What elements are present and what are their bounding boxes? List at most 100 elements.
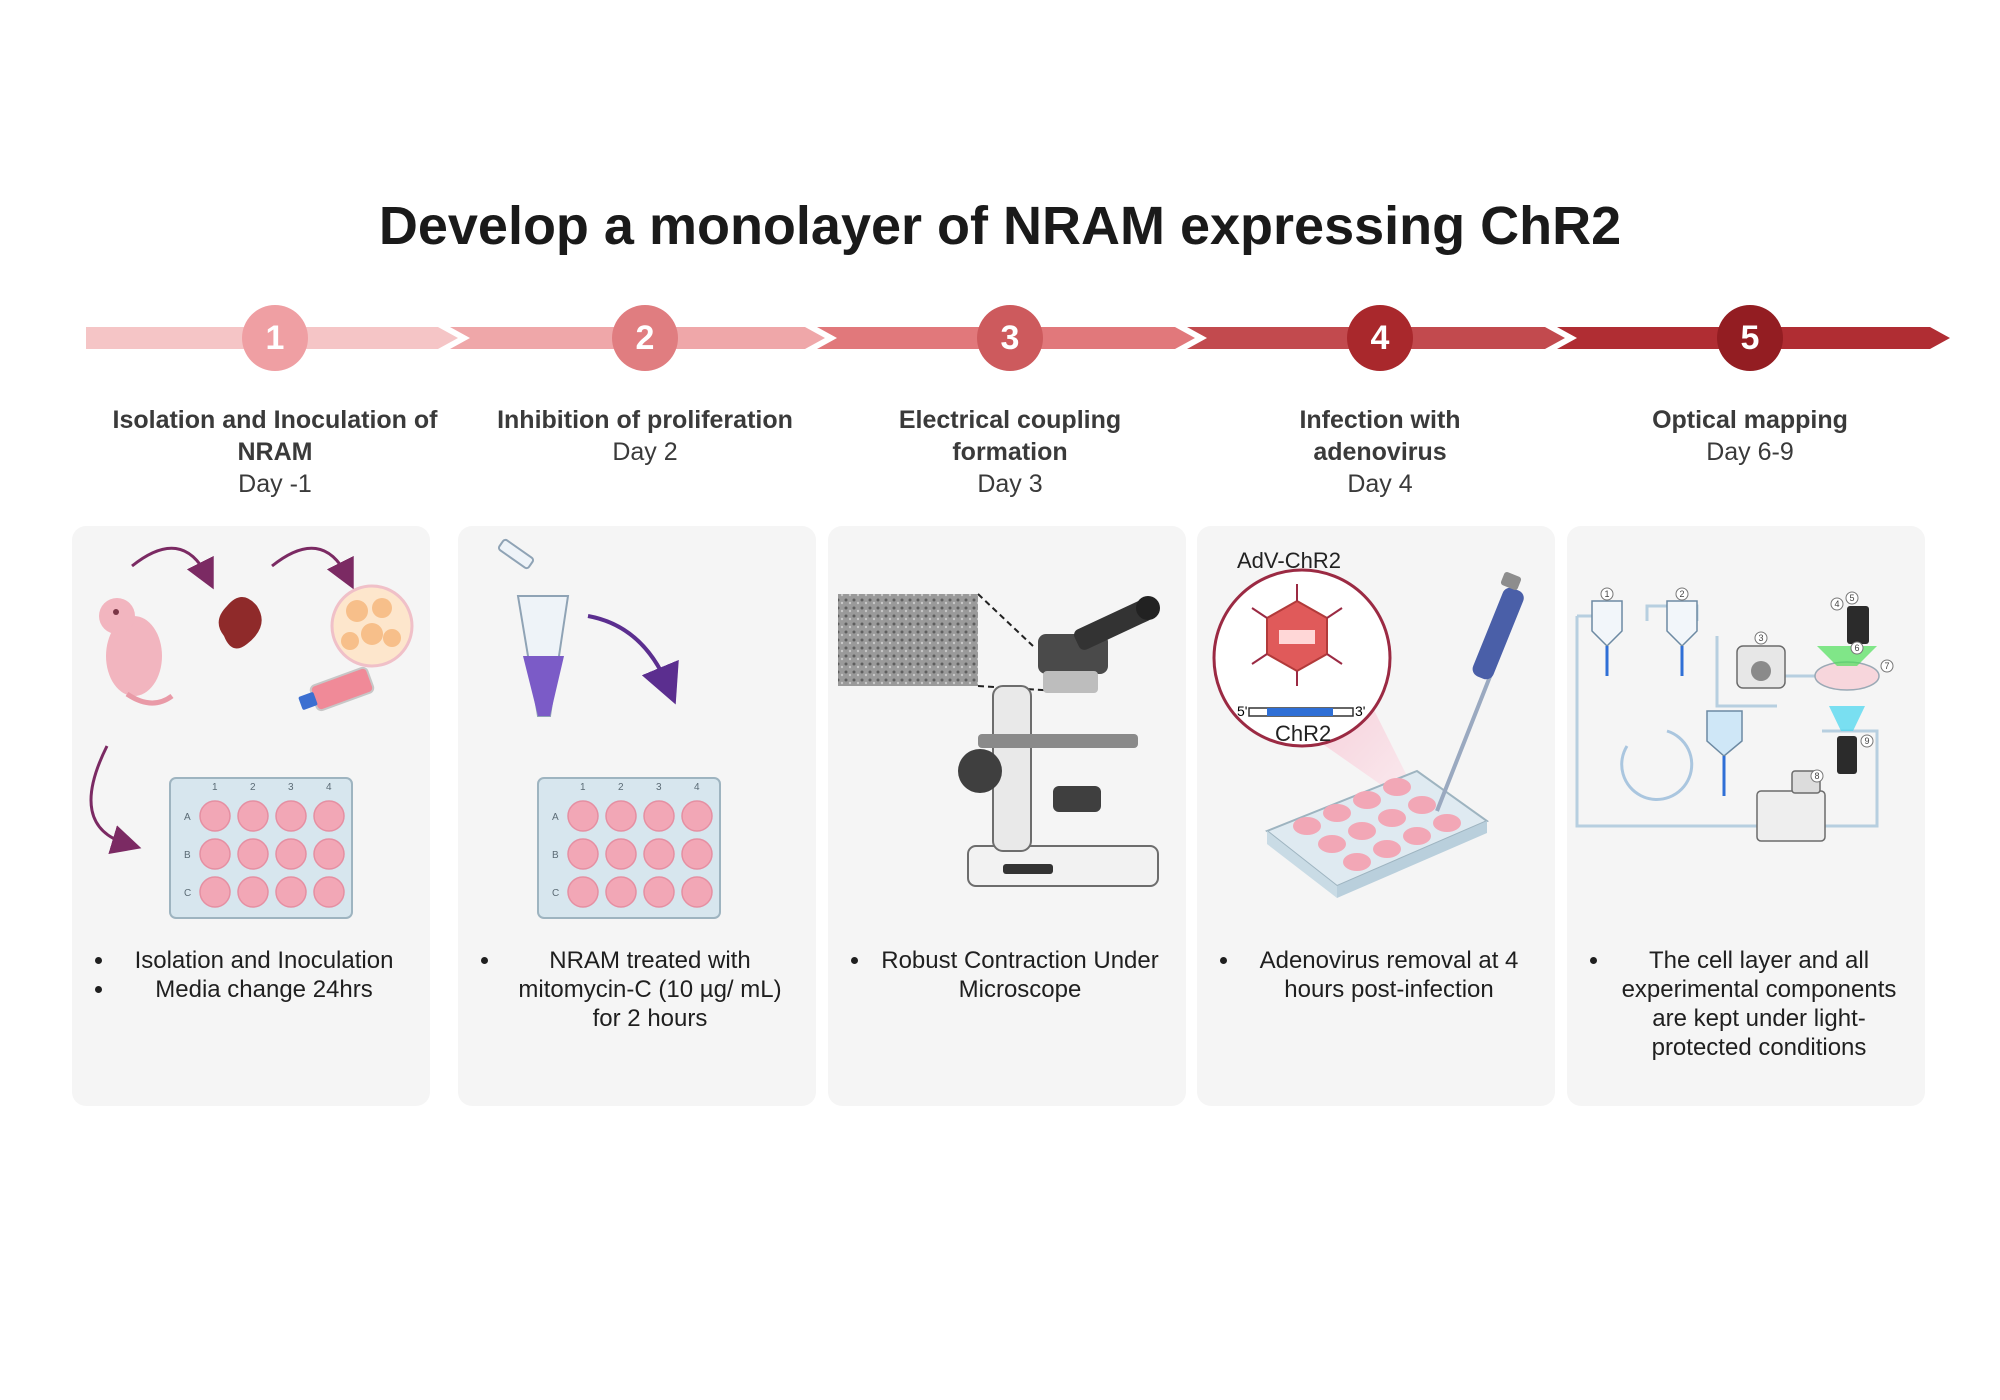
plate-well [643,876,675,908]
step-3-note-1: Robust Contraction Under Microscope [872,946,1168,1004]
cell-zoom-icon [330,584,414,668]
step-3-title: Electrical coupling formation [898,406,1122,466]
gene-label: ChR2 [1275,721,1331,746]
step-1-note-1: Isolation and Inoculation [116,946,412,975]
setup-marker [1850,641,1864,655]
step-2-note-1: NRAM treated with mitomycin-C (10 µg/ mL… [502,946,798,1033]
step-2-heading: Inhibition of proliferation Day 2 [465,404,825,468]
plate-well [567,800,599,832]
setup-marker-label: 7 [1885,661,1890,671]
step-2-notes: NRAM treated with mitomycin-C (10 µg/ mL… [458,946,816,1033]
step-4-illustration: AdV-ChR2 5' 3' ChR2 [1212,548,1524,898]
step-5-illustration: 1 2 3 45 6 7 8 9 [1575,587,1894,842]
setup-marker [1845,591,1859,605]
cell-image [838,594,978,686]
plate-well [605,838,637,870]
virus-label: AdV-ChR2 [1237,548,1341,573]
setup-marker-label: 4 [1835,599,1840,609]
reservoir-icon [1591,600,1743,796]
step-4-title: Infection with adenovirus [1299,406,1461,466]
step-4-note-1: Adenovirus removal at 4 hours post-infec… [1241,946,1537,1004]
diagram-title: Develop a monolayer of NRAM expressing C… [378,196,1622,256]
setup-marker-label: 6 [1855,643,1860,653]
step-2-title: Inhibition of proliferation [497,406,793,434]
gene-5prime: 5' [1237,703,1247,719]
step-1-notes: Isolation and Inoculation Media change 2… [72,946,430,1004]
plate-column-label: 4 [326,782,332,793]
plate-well [275,876,307,908]
step-4-day: Day 4 [1347,470,1413,498]
step-3-illustration [838,593,1160,887]
step-2-badge: 2 [612,305,678,371]
step-3-heading: Electrical coupling formation Day 3 [830,404,1190,500]
step-1-day: Day -1 [238,470,312,498]
plate-well [237,838,269,870]
gene-construct-icon: 5' 3' [1237,703,1365,719]
setup-marker-label: 2 [1680,589,1685,599]
step-5-title: Optical mapping [1652,406,1848,434]
plate-well [275,838,307,870]
plate-well [643,800,675,832]
gene-3prime: 3' [1355,703,1365,719]
step-3-day: Day 3 [977,470,1043,498]
step-5-heading: Optical mapping Day 6-9 [1570,404,1930,468]
step-3-notes: Robust Contraction Under Microscope [828,946,1186,1004]
setup-marker-label: 5 [1850,593,1855,603]
plate-column-label: 3 [656,782,662,793]
setup-marker-label: 9 [1865,736,1870,746]
setup-marker [1600,587,1614,601]
pipette-icon [1435,572,1524,812]
setup-marker-label: 8 [1815,771,1820,781]
well-plate-icon [1265,769,1490,898]
plate-column-label: 1 [580,782,586,793]
step-1-badge: 1 [242,305,308,371]
step-1-note-2: Media change 24hrs [116,975,412,1004]
step-3-badge: 3 [977,305,1043,371]
plate-well [681,838,713,870]
step-1-title: Isolation and Inoculation of NRAM [112,406,438,466]
setup-marker [1754,631,1768,645]
plate-well [199,800,231,832]
neonatal-rat-icon [99,598,174,706]
plate-row-label: B [552,850,559,861]
step-1-heading: Isolation and Inoculation of NRAM Day -1 [95,404,455,500]
setup-marker [1860,734,1874,748]
step-5-notes: The cell layer and all experimental comp… [1567,946,1925,1062]
recirculation-arrow [1620,729,1694,801]
plate-well [605,800,637,832]
plate-well [567,876,599,908]
step-5-day: Day 6-9 [1706,438,1794,466]
setup-marker [1830,597,1844,611]
setup-marker-label: 3 [1759,633,1764,643]
setup-marker-label: 1 [1605,589,1610,599]
plate-well [605,876,637,908]
step-4-notes: Adenovirus removal at 4 hours post-infec… [1197,946,1555,1004]
plate-row-label: B [184,850,191,861]
plate-well [199,876,231,908]
plate-well [681,800,713,832]
step-2-day: Day 2 [612,438,678,466]
plate-column-label: 4 [694,782,700,793]
tube-icon [497,538,570,717]
microscope-icon [958,596,1160,887]
plate-column-label: 3 [288,782,294,793]
dish-icon [1814,661,1880,691]
plate-well [313,800,345,832]
plate-well [681,876,713,908]
plate-row-label: C [184,888,191,899]
setup-marker [1880,659,1894,673]
plate-column-label: 2 [250,782,256,793]
plate-well [643,838,675,870]
plate-well [199,838,231,870]
plate-well [313,876,345,908]
plate-well [237,876,269,908]
plate-row-label: A [552,812,559,823]
step-3-panel: Robust Contraction Under Microscope [828,526,1186,1106]
plate-column-label: 2 [618,782,624,793]
culture-flask-icon [298,666,375,712]
setup-marker [1675,587,1689,601]
plate-well [237,800,269,832]
